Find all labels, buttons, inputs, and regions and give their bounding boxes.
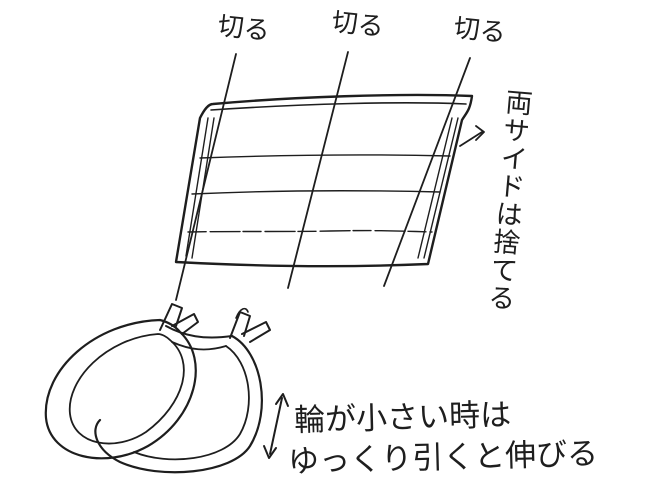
rings: [44, 303, 271, 474]
cut-label-middle: 切る: [330, 7, 386, 43]
bottom-note-line2: ゆっくり引くと伸びる: [287, 435, 599, 481]
side-arrow: [459, 125, 485, 147]
cut-label-left: 切る: [216, 11, 272, 47]
stretch-arrow: [263, 393, 289, 459]
wrap-sheet: [174, 93, 474, 268]
cut-lines: [175, 51, 471, 301]
cut-label-right: 切る: [452, 13, 508, 49]
